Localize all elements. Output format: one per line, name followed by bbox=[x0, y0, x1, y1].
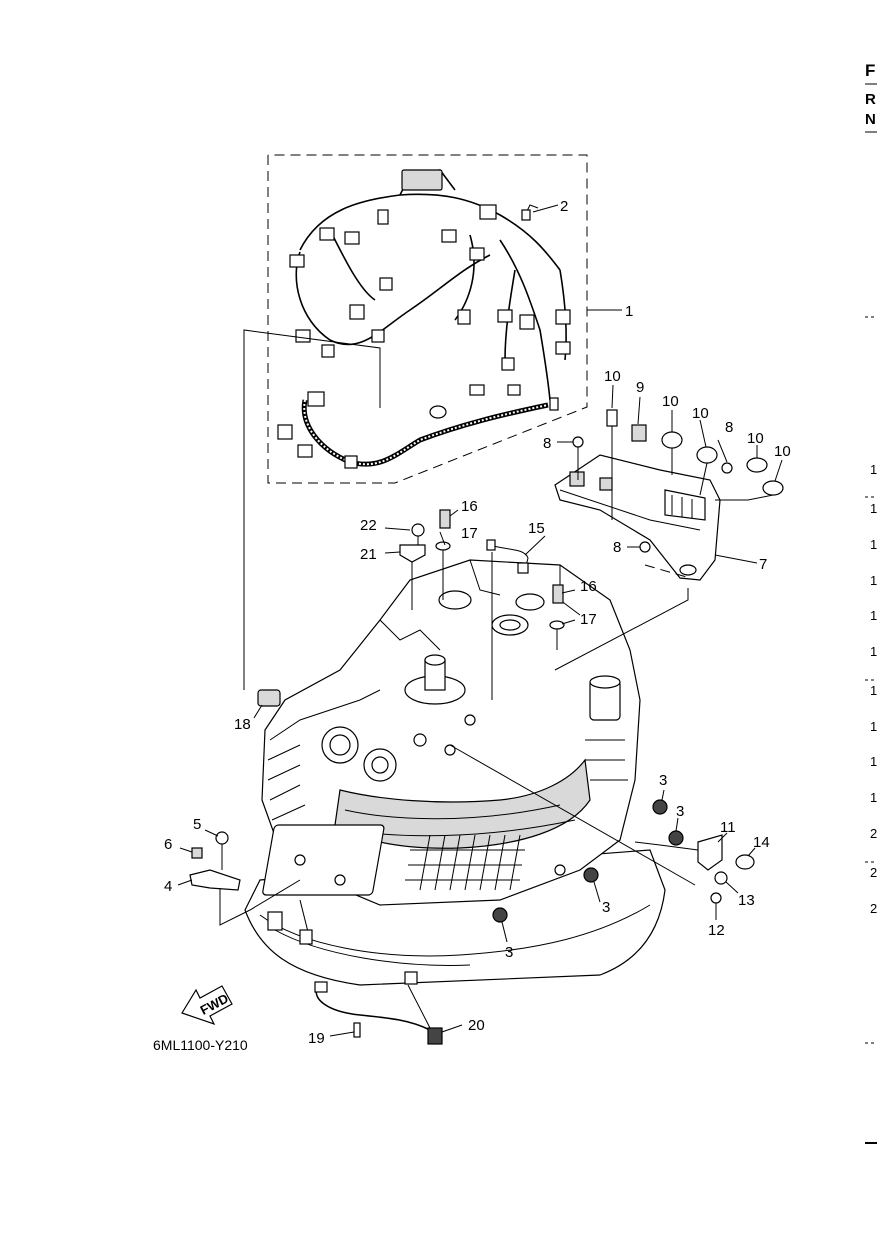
callout-2: 2 bbox=[560, 198, 568, 215]
callout-4: 4 bbox=[164, 878, 172, 895]
callout-7: 7 bbox=[759, 556, 767, 573]
edge-row-2: 1 bbox=[870, 501, 877, 516]
edge-row-1: 1 bbox=[870, 462, 877, 477]
callout-8b: 8 bbox=[725, 419, 733, 436]
callout-16b: 16 bbox=[580, 578, 597, 595]
callout-3d: 3 bbox=[505, 944, 513, 961]
callout-22: 22 bbox=[360, 517, 377, 534]
callout-12: 12 bbox=[708, 922, 725, 939]
callout-20: 20 bbox=[468, 1017, 485, 1034]
bracket-fasteners bbox=[572, 409, 784, 553]
edge-row-5: 1 bbox=[870, 608, 877, 623]
right-edge-parts-list: F R N 1 1 1 1 1 1 1 1 1 1 2 2 2 bbox=[865, 61, 877, 1144]
callout-16a: 16 bbox=[461, 498, 478, 515]
forward-direction-arrow: FWD bbox=[181, 985, 233, 1026]
callout-18: 18 bbox=[234, 716, 251, 733]
edge-header-letter-1: F bbox=[865, 61, 875, 80]
callout-3a: 3 bbox=[659, 772, 667, 789]
edge-row-4: 1 bbox=[870, 573, 877, 588]
edge-row-3: 1 bbox=[870, 537, 877, 552]
callout-19: 19 bbox=[308, 1030, 325, 1047]
callout-3b: 3 bbox=[676, 803, 684, 820]
callout-6: 6 bbox=[164, 836, 172, 853]
air-box-grille bbox=[262, 824, 525, 896]
callout-21: 21 bbox=[360, 546, 377, 563]
edge-row-8: 1 bbox=[870, 719, 877, 734]
edge-row-11: 2 bbox=[870, 826, 877, 841]
callout-10e: 10 bbox=[774, 443, 791, 460]
edge-header-letter-3: N bbox=[865, 111, 876, 128]
callout-10a: 10 bbox=[604, 368, 621, 385]
edge-header-letter-2: R bbox=[865, 91, 876, 108]
edge-row-9: 1 bbox=[870, 754, 877, 769]
electrical-bracket bbox=[554, 454, 721, 581]
callout-10d: 10 bbox=[747, 430, 764, 447]
callout-17b: 17 bbox=[580, 611, 597, 628]
callout-1: 1 bbox=[625, 303, 633, 320]
callout-17a: 17 bbox=[461, 525, 478, 542]
edge-row-10: 1 bbox=[870, 790, 877, 805]
callout-9: 9 bbox=[636, 379, 644, 396]
callout-5: 5 bbox=[193, 816, 201, 833]
sensor-parts bbox=[399, 509, 689, 700]
callout-13: 13 bbox=[738, 892, 755, 909]
edge-row-6: 1 bbox=[870, 644, 877, 659]
lower-harness-parts bbox=[314, 981, 443, 1045]
drawing-code: 6ML1100-Y210 bbox=[153, 1037, 248, 1053]
callout-labels: 1 2 3 3 3 3 4 5 6 7 8 8 8 9 10 10 10 10 … bbox=[164, 198, 791, 1047]
grommets bbox=[449, 744, 696, 923]
engine-assembly bbox=[244, 559, 666, 986]
edge-row-12: 2 bbox=[870, 865, 877, 880]
callout-10c: 10 bbox=[692, 405, 709, 422]
callout-3c: 3 bbox=[602, 899, 610, 916]
right-bracket-parts bbox=[634, 834, 755, 915]
callout-leaders bbox=[177, 204, 783, 1037]
callout-11: 11 bbox=[720, 819, 736, 836]
callout-8c: 8 bbox=[613, 539, 621, 556]
callout-15: 15 bbox=[528, 520, 545, 537]
left-bracket-parts bbox=[189, 831, 301, 926]
edge-row-13: 2 bbox=[870, 901, 877, 916]
callout-8a: 8 bbox=[543, 435, 551, 452]
callout-14: 14 bbox=[753, 834, 770, 851]
edge-row-7: 1 bbox=[870, 683, 877, 698]
part-18-connector bbox=[257, 689, 281, 707]
wire-harness-group bbox=[243, 154, 588, 690]
callout-10b: 10 bbox=[662, 393, 679, 410]
